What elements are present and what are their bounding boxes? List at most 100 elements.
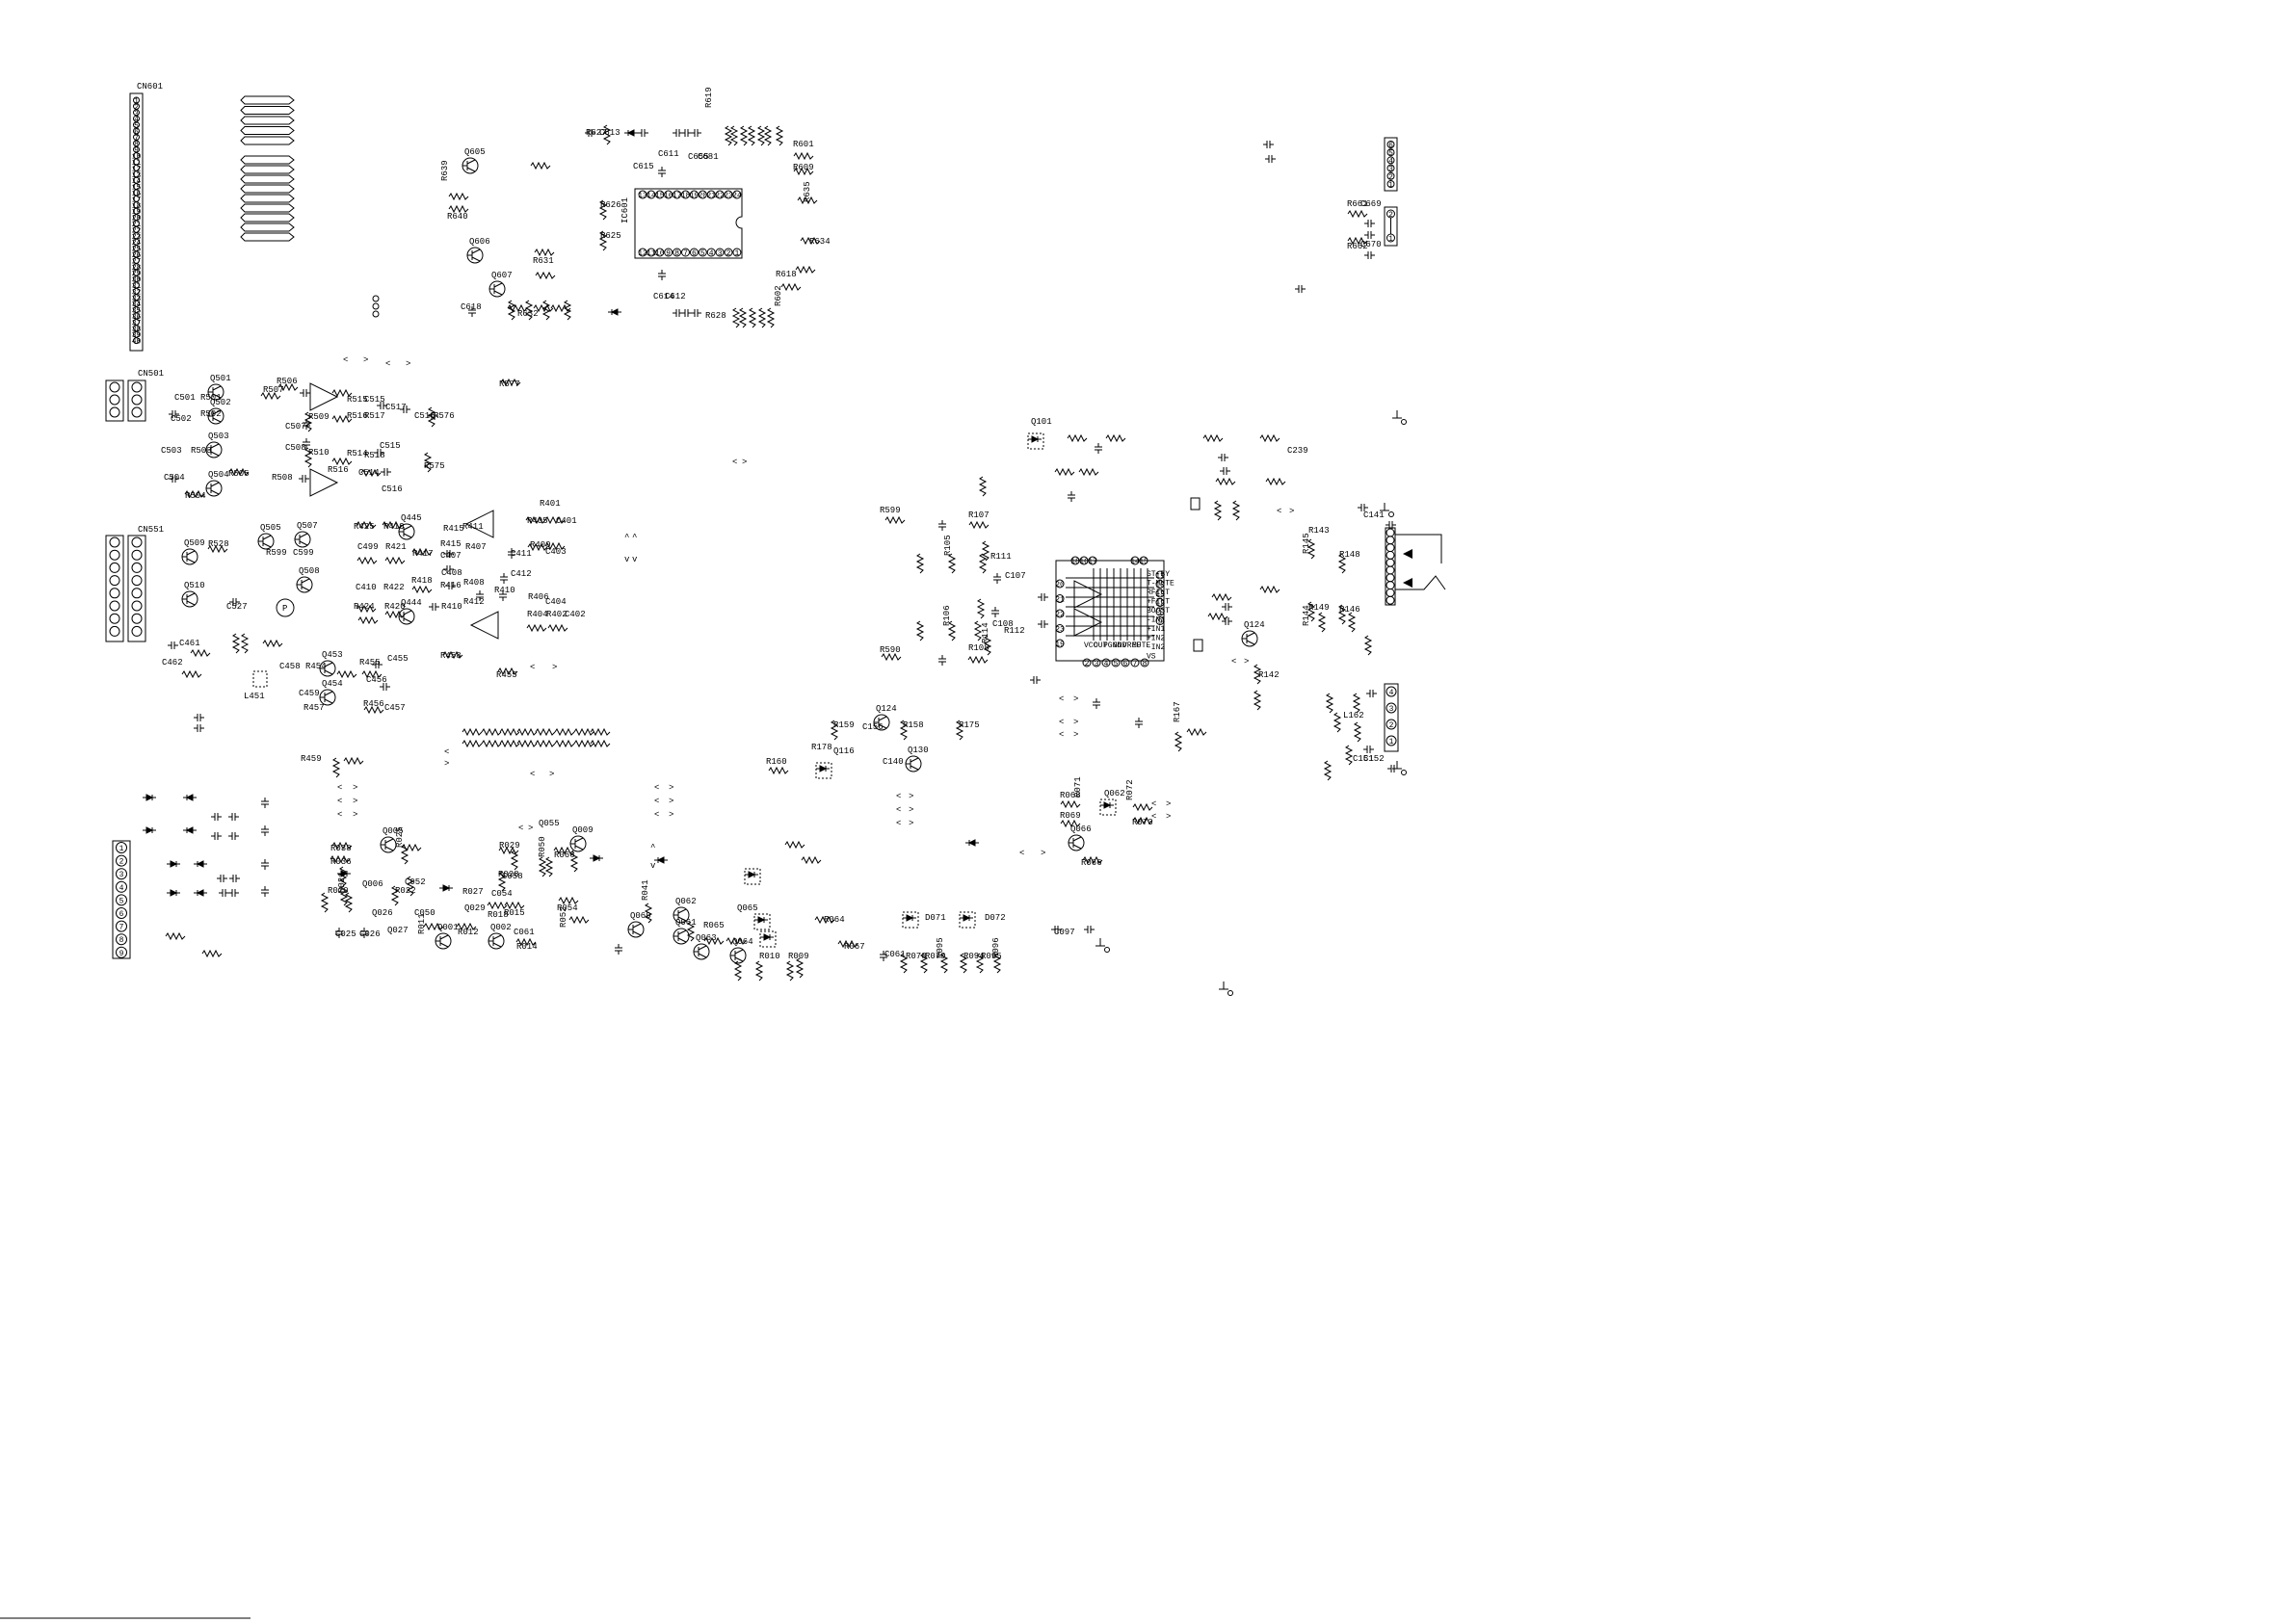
- component-label: C499: [357, 542, 379, 552]
- resistor-symbol: [1060, 799, 1081, 809]
- connector-pin: [1386, 528, 1395, 537]
- direction-mark: >: [528, 824, 533, 833]
- resistor-symbol: [331, 414, 353, 424]
- cn551-body-b: [127, 535, 146, 642]
- component-label: R626: [600, 200, 621, 210]
- resistor-symbol: [507, 300, 516, 321]
- component-label: R627: [586, 128, 607, 138]
- capacitor-symbol: [381, 468, 391, 476]
- pin-number: 4: [119, 884, 124, 893]
- direction-mark: >: [353, 797, 357, 806]
- component-label: R455: [359, 658, 381, 668]
- pin-number: 4: [709, 249, 714, 258]
- pin-number: 13: [638, 192, 647, 200]
- net-label-flag: [240, 174, 295, 184]
- resistor-symbol: [303, 447, 313, 468]
- component-label: R575: [424, 461, 445, 471]
- amp-pin-name: GND: [1113, 641, 1127, 650]
- transistor-leads: [467, 249, 481, 262]
- connector-pin: [1055, 639, 1065, 648]
- component-label: R425: [354, 522, 375, 532]
- direction-mark: v: [624, 555, 630, 564]
- connector-pin: [1386, 595, 1395, 605]
- connector-pin: [681, 190, 690, 199]
- pin-number: 8: [119, 936, 124, 945]
- pin-number: 18: [132, 202, 142, 211]
- connector-pin: [689, 248, 699, 257]
- diode-leads: [194, 861, 207, 867]
- resistor-symbol: [516, 727, 538, 737]
- right-top-connector: [1384, 137, 1398, 192]
- connector-pin: [1055, 579, 1065, 589]
- pin-number: 17: [1088, 558, 1097, 566]
- component-label: C515: [380, 441, 401, 451]
- component-label: R025: [395, 826, 405, 848]
- capacitor-symbol: [169, 410, 179, 418]
- diode-bridge: [753, 913, 771, 930]
- resistor-symbol: [481, 739, 502, 748]
- capacitor-symbol: [615, 944, 622, 955]
- resistor-symbol: [423, 452, 433, 473]
- transistor-leads: [1069, 836, 1082, 850]
- component-label: R632: [517, 309, 539, 319]
- component-label: C613: [599, 128, 620, 138]
- component-label: Q101: [1031, 417, 1052, 427]
- component-label: R015: [504, 908, 525, 918]
- pin-number: 2: [134, 103, 139, 112]
- diode-leads: [1100, 802, 1114, 808]
- direction-mark: >: [549, 770, 554, 779]
- resistor-symbol: [530, 161, 551, 170]
- resistor-symbol: [1347, 236, 1368, 246]
- component-label: R108: [968, 643, 990, 653]
- resistor-symbol: [544, 515, 566, 525]
- resistor-symbol: [1231, 500, 1241, 521]
- component-label: C107: [1005, 571, 1026, 581]
- resistor-symbol: [992, 953, 1002, 974]
- transistor-label: Q605: [464, 147, 486, 157]
- transistor-leads: [673, 908, 687, 922]
- component-label: R105: [943, 535, 953, 556]
- capacitor-symbol: [1387, 765, 1398, 772]
- transistor-leads: [206, 443, 220, 457]
- component-label: R577: [499, 380, 520, 389]
- resistor-symbol: [1337, 604, 1347, 625]
- connector-pin: [698, 248, 707, 257]
- component-label: R410: [441, 602, 462, 612]
- resistor-symbol: [363, 705, 384, 715]
- connector-pin: [1070, 556, 1080, 565]
- direction-mark: <: [1277, 507, 1281, 516]
- component-label: R458: [440, 651, 462, 661]
- component-label: R069: [1060, 811, 1081, 821]
- capacitor-symbol: [691, 129, 701, 137]
- capacitor-symbol: [1263, 141, 1274, 148]
- pin-number: 20: [698, 192, 707, 200]
- capacitor-symbol: [1364, 220, 1375, 227]
- pin-number: 3: [134, 110, 139, 118]
- resistor-symbol: [400, 844, 409, 865]
- component-label: Q055: [539, 819, 560, 828]
- pin-number: 25: [132, 246, 142, 254]
- amp-pin-name: RFILT: [1147, 589, 1170, 597]
- capacitor-symbol: [443, 565, 454, 573]
- resistor-symbol: [1078, 467, 1099, 477]
- capacitor-symbol: [445, 582, 456, 589]
- pin-number: 8: [134, 141, 139, 149]
- amp-pin-name: OUT: [1094, 641, 1108, 650]
- jack-arrows: [1403, 549, 1412, 588]
- ground-circle: [1388, 511, 1394, 517]
- component-label: R661: [1347, 199, 1368, 209]
- resistor-symbol: [507, 303, 528, 313]
- component-label: R028: [498, 870, 519, 879]
- component-label: C412: [511, 569, 532, 579]
- resistor-symbol: [500, 378, 521, 387]
- resistor-symbol: [1211, 592, 1232, 602]
- capacitor-symbol: [1386, 521, 1396, 529]
- resistor-symbol: [1202, 433, 1224, 443]
- component-label: Q062: [1104, 789, 1125, 798]
- capacitor-symbol: [335, 928, 343, 938]
- direction-mark: ^: [624, 533, 629, 542]
- pin-number: 4: [1388, 157, 1393, 166]
- amp-pin-name: +IN2: [1147, 635, 1165, 643]
- component-label: C054: [491, 889, 513, 899]
- resistor-symbol: [756, 125, 766, 146]
